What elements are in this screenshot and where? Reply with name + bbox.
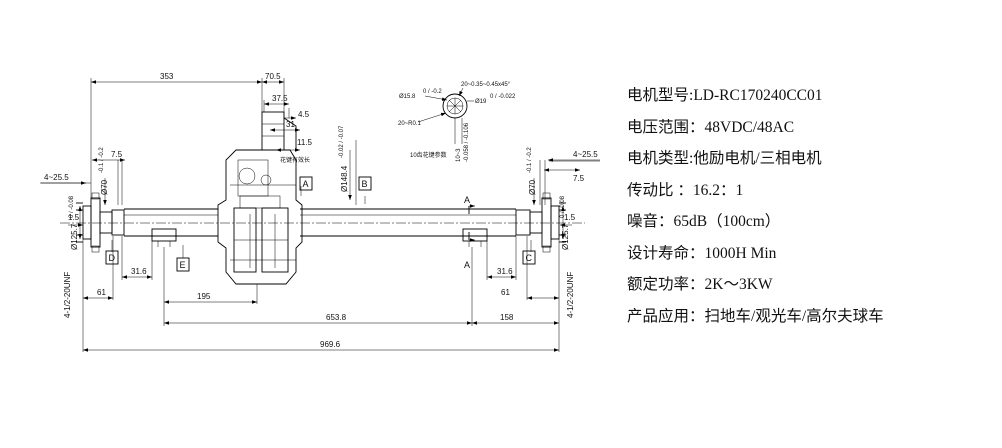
spec-rated-power: 额定功率：2K～3KW [627, 269, 987, 301]
datum-b-label: B [362, 179, 368, 189]
spec-label: 设计寿命： [627, 244, 705, 262]
dim-31-6-right: 31.6 [497, 267, 513, 276]
dim-653-8: 653.8 [326, 313, 347, 322]
section-label-bottom: A [464, 260, 470, 270]
detail-phi19: Ø19 [475, 99, 487, 105]
datum-a-label: A [303, 179, 309, 189]
dim-phi125-right-tol: 0 / -0.08 [560, 195, 566, 218]
spec-value: 65dB（100cm） [673, 213, 781, 230]
right-wheel-hub [515, 192, 566, 253]
detail-chamfer: 20~0.35~0.45x45° [461, 82, 511, 88]
axle-tube [124, 208, 516, 237]
datum-box-b: B [358, 176, 372, 191]
spec-label: 电压范围： [627, 118, 705, 136]
right-spring-seat [462, 228, 488, 247]
spec-label: 电机型号: [627, 87, 694, 104]
spline-detail-view: Ø15.8 0 / -0.2 20~0.35~0.45x45° Ø19 0 / … [398, 82, 516, 162]
dim-phi148: Ø148.4 [340, 165, 349, 192]
section-cut-marker: A A [464, 195, 475, 270]
datum-box-c: C [522, 250, 536, 265]
dim-37-5: 37.5 [272, 94, 288, 103]
differential-gearbox [217, 111, 303, 285]
spec-motor-type: 电机类型:他励电机/三相电机 [627, 143, 987, 175]
dim-195: 195 [197, 292, 211, 301]
spec-gear-ratio: 传动比 ：16.2：1 [627, 175, 987, 207]
dim-phi70-left-tol: -0.1 / -0.2 [99, 147, 105, 173]
dim-1-5-left: 1.5 [68, 213, 80, 222]
spec-motor-model: 电机型号:LD-RC170240CC01 [627, 80, 987, 112]
spec-value: 他励电机/三相电机 [693, 150, 822, 167]
detail-keys-tol: -0.058 / -0.106 [464, 122, 470, 162]
detail-keys: 10~3 [456, 148, 462, 162]
dim-969-6: 969.6 [320, 340, 341, 349]
detail-phi15-8: Ø15.8 [399, 94, 416, 100]
spec-label: 额定功率： [627, 276, 705, 293]
thread-spec-right: 4-1/2-20UNF [566, 272, 575, 318]
dim-61-right: 61 [501, 288, 510, 297]
dim-7-5-left: 7.5 [111, 150, 123, 159]
spec-label: 产品应用： [627, 307, 705, 325]
thread-spec-left: 4-1/2-20UNF [63, 272, 72, 318]
left-spring-seat [151, 228, 177, 247]
spec-value: 2K～3KW [704, 276, 773, 293]
detail-radius: 20~R0.1 [398, 121, 422, 127]
spec-voltage-range: 电压范围：48VDC/48AC [627, 112, 987, 144]
datum-box-e: E [176, 257, 190, 272]
dim-1-5-right: 1.5 [564, 213, 576, 222]
dim-70-5: 70.5 [265, 72, 281, 81]
dim-11-5: 11.5 [297, 138, 313, 147]
dim-7-5-right: 7.5 [573, 174, 585, 183]
dimension-lines [40, 80, 600, 352]
datum-d-label: D [109, 253, 116, 263]
spec-value: LD-RC170240CC01 [693, 87, 823, 104]
spec-value: 48VDC/48AC [704, 118, 795, 136]
spec-label: 电机类型: [627, 150, 694, 167]
spec-value: 16.2：1 [692, 181, 744, 199]
dim-phi70-right: Ø70 [528, 179, 537, 195]
spec-design-life: 设计寿命：1000H Min [627, 238, 987, 270]
dim-31-6-left: 31.6 [131, 267, 147, 276]
spec-application: 产品应用：扫地车/观光车/高尔夫球车 [627, 301, 987, 333]
detail-caption: 10齿花键参数 [410, 151, 447, 159]
section-label-top: A [464, 195, 470, 205]
datum-c-label: C [526, 253, 533, 263]
dim-31: 31 [286, 120, 295, 129]
dim-4-5: 4.5 [298, 110, 310, 119]
detail-phi15-8-tol: 0 / -0.2 [423, 89, 442, 95]
datum-box-a: A [299, 176, 313, 191]
spec-label: 噪音： [627, 213, 674, 230]
dim-phi125-left: Ø125.7 [70, 223, 79, 250]
dim-4-25-5-right: 4~25.5 [573, 150, 598, 159]
dim-phi125-left-tol: 0 / -0.08 [69, 195, 75, 218]
dim-phi70-left: Ø70 [100, 179, 109, 195]
spec-noise: 噪音：65dB（100cm） [627, 206, 987, 238]
dim-61-left: 61 [97, 288, 106, 297]
dim-phi70-right-tol: -0.1 / -0.2 [527, 147, 533, 173]
datum-e-label: E [180, 260, 186, 270]
dim-353: 353 [160, 72, 174, 81]
spec-list: 电机型号:LD-RC170240CC01 电压范围：48VDC/48AC 电机类… [627, 80, 987, 332]
spline-length-note: 花键有效长 [280, 156, 310, 164]
spec-value: 扫地车/观光车/高尔夫球车 [704, 307, 884, 325]
spec-label: 传动比 ： [627, 181, 693, 199]
spec-value: 1000H Min [704, 244, 777, 262]
datum-box-d: D [105, 250, 119, 265]
dim-158: 158 [500, 313, 514, 322]
dim-phi125-right: Ø125.7 [561, 223, 570, 250]
detail-phi19-tol: 0 / -0.022 [490, 94, 516, 100]
dim-4-25-5-left: 4~25.5 [44, 173, 69, 182]
dim-phi148-tol: -0.02 / -0.07 [339, 125, 345, 158]
axle-technical-drawing: A A A B C D E 353 70.5 37.5 4.5 31 11.5 … [40, 72, 600, 352]
